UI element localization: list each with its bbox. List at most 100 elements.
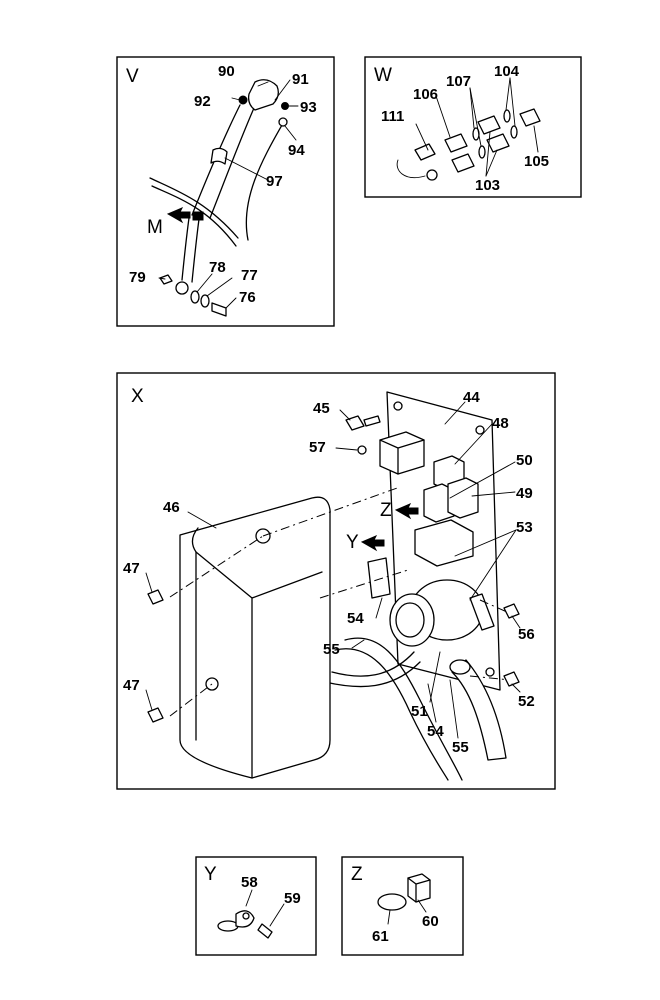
switch-bracket — [367, 557, 391, 599]
bolt-57 — [357, 445, 367, 455]
callout-55-upper: 55 — [323, 641, 340, 658]
panel-y: Y 58 59 — [195, 856, 317, 956]
panel-x-label: X — [131, 386, 144, 407]
callout-z: Z — [380, 500, 392, 521]
cable-a — [149, 177, 239, 239]
relay-49 — [447, 477, 479, 519]
panel-x: X — [116, 372, 556, 790]
fitting-106a — [444, 133, 468, 153]
callout-106: 106 — [413, 86, 438, 103]
clip-m — [192, 211, 204, 221]
relay-upper — [379, 431, 425, 475]
oring-104b — [510, 125, 518, 139]
panel-v-label: V — [126, 66, 139, 87]
horn-center — [395, 602, 425, 638]
plate-hole-3 — [485, 667, 495, 677]
screw-59 — [257, 923, 273, 939]
callout-56: 56 — [518, 626, 535, 643]
callout-y: Y — [346, 532, 359, 553]
callout-78: 78 — [209, 259, 226, 276]
callout-61: 61 — [372, 928, 389, 945]
callout-90: 90 — [218, 63, 235, 80]
callout-79: 79 — [129, 269, 146, 286]
holder-60 — [407, 873, 431, 903]
fitting-106b — [451, 153, 475, 173]
cable-g — [191, 218, 200, 283]
callout-m: M — [147, 217, 163, 238]
washer-78 — [190, 290, 200, 304]
cable-tie-61 — [377, 893, 407, 911]
callout-60: 60 — [422, 913, 439, 930]
callout-47-lower: 47 — [123, 677, 140, 694]
bolt-47-lower — [147, 707, 164, 723]
oring-104a — [503, 109, 511, 123]
sensor-111 — [414, 143, 436, 161]
callout-44: 44 — [463, 389, 480, 406]
panel-v: V — [116, 56, 335, 327]
cable-f — [181, 217, 190, 281]
callout-76: 76 — [239, 289, 256, 306]
callout-48: 48 — [492, 415, 509, 432]
washer-77 — [200, 294, 210, 308]
ring-terminal — [175, 281, 189, 295]
callout-57: 57 — [309, 439, 326, 456]
callout-77: 77 — [241, 267, 258, 284]
panel-v-frame — [116, 56, 335, 327]
callout-49: 49 — [516, 485, 533, 502]
bolt-76 — [211, 302, 227, 317]
adapter-103b — [486, 133, 510, 153]
callout-105: 105 — [524, 153, 549, 170]
callout-47-upper: 47 — [123, 560, 140, 577]
callout-58: 58 — [241, 874, 258, 891]
callout-91: 91 — [292, 71, 309, 88]
panel-x-frame — [116, 372, 556, 790]
callout-92: 92 — [194, 93, 211, 110]
bolt-79 — [159, 274, 173, 285]
cable-grommet — [449, 659, 471, 675]
cable-d — [209, 107, 255, 219]
nut-93 — [281, 102, 289, 110]
harness-4 — [331, 651, 415, 677]
callout-52: 52 — [518, 693, 535, 710]
horn-bracket — [469, 593, 495, 631]
clamp-band — [210, 147, 228, 165]
harness-3 — [324, 661, 421, 688]
plate-hole-2 — [475, 425, 485, 435]
cable-b — [151, 185, 237, 247]
cap-105 — [519, 108, 541, 127]
callout-54-lower: 54 — [427, 723, 444, 740]
harness-2 — [334, 648, 449, 781]
clamp-58-loop — [217, 920, 239, 932]
callout-46: 46 — [163, 499, 180, 516]
terminal-94 — [278, 117, 288, 127]
bolt-47-upper — [147, 589, 164, 605]
plate-hole-1 — [393, 401, 403, 411]
cable-e — [245, 124, 283, 241]
thick-cable — [451, 659, 507, 761]
adapter-103a — [477, 115, 501, 135]
callout-107: 107 — [446, 73, 471, 90]
harness-1 — [344, 637, 463, 781]
arrow-z — [394, 503, 419, 520]
callout-55-lower: 55 — [452, 739, 469, 756]
arrow-m — [166, 207, 191, 224]
bolt-45 — [345, 415, 365, 431]
panel-y-label: Y — [204, 864, 217, 885]
arrow-y — [360, 535, 385, 552]
panel-w: W 104 107 106 111 105 103 — [364, 56, 582, 198]
callout-103: 103 — [475, 177, 500, 194]
callout-59: 59 — [284, 890, 301, 907]
callout-50: 50 — [516, 452, 533, 469]
panel-w-label: W — [374, 65, 392, 86]
callout-51: 51 — [411, 703, 428, 720]
callout-54-upper: 54 — [347, 610, 364, 627]
cover-46 — [179, 496, 331, 779]
panel-z-frame — [341, 856, 464, 956]
panel-z: Z 61 60 — [341, 856, 464, 956]
connector-111 — [426, 169, 438, 181]
callout-104: 104 — [494, 63, 520, 80]
panel-y-frame — [195, 856, 317, 956]
oring-107b — [478, 145, 486, 159]
callout-111: 111 — [381, 108, 404, 125]
